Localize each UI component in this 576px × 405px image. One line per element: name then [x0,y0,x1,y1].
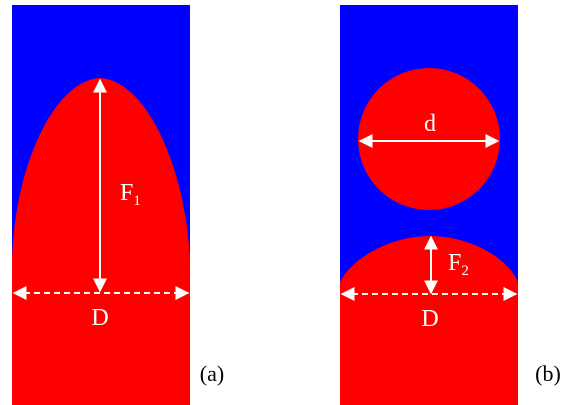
panel-b: d F2 D (b) [340,5,561,405]
panel-a-height-label: F1 [120,180,141,209]
panel-a-diameter-label: D [91,305,108,331]
panel-a: F1 D (a) [12,5,224,405]
panel-b-height-label: F2 [448,250,469,279]
panel-b-droplet-label: d [424,111,436,137]
panel-b-caption: (b) [535,361,561,386]
panel-b-droplet [358,68,500,210]
panel-a-caption: (a) [200,361,224,386]
panel-b-diameter-label: D [421,306,438,332]
panel-b-finger [340,236,518,405]
